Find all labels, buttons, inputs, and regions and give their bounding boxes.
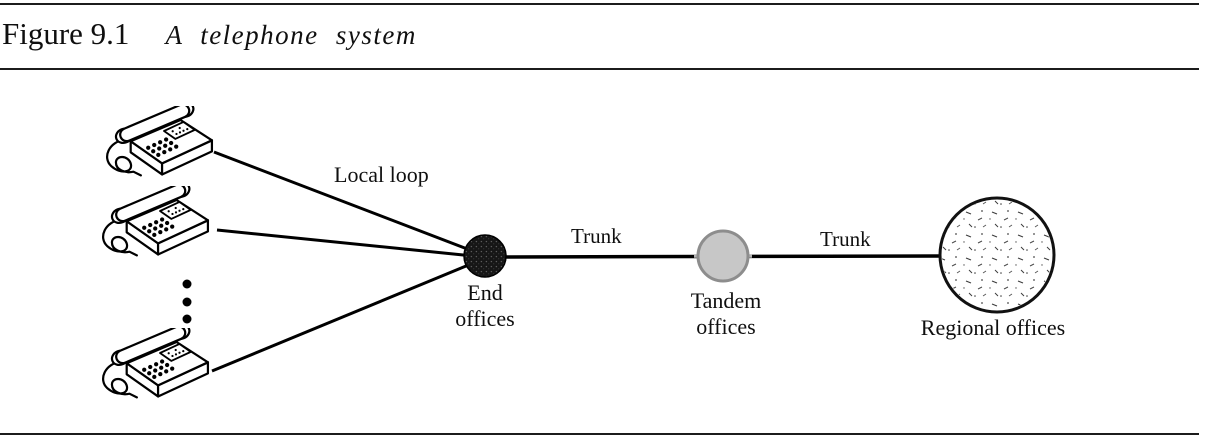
- trunk-label-right: Trunk: [820, 227, 871, 251]
- telephone-icon: [101, 186, 210, 257]
- end-offices-label-line1: End: [467, 280, 503, 305]
- figure-number: Figure 9.1: [2, 16, 130, 51]
- local-loop-label: Local loop: [334, 162, 429, 187]
- regional-offices-label: Regional offices: [920, 315, 1066, 340]
- end-offices-label-line2: offices: [455, 306, 515, 331]
- bottom-rule: [0, 433, 1199, 435]
- vertical-ellipsis-icon: [182, 279, 192, 324]
- figure-header: Figure 9.1 A telephone system: [2, 16, 417, 52]
- local-loop-line-2: [216, 228, 484, 259]
- top-rule: [0, 3, 1199, 5]
- tandem-offices-label: Tandem offices: [691, 288, 762, 340]
- local-loop-line-1: [213, 150, 484, 257]
- figure-caption: A telephone system: [165, 20, 417, 50]
- telephone-icon: [105, 106, 214, 177]
- tandem-offices-node: [696, 229, 750, 283]
- end-offices-label: End offices: [455, 280, 514, 332]
- trunk-label-left: Trunk: [571, 224, 622, 248]
- header-rule: [0, 68, 1199, 70]
- end-offices-node: [463, 234, 507, 278]
- local-loop-line-3: [211, 257, 484, 373]
- regional-offices-node: [938, 196, 1056, 314]
- tandem-offices-label-line2: offices: [696, 314, 756, 339]
- tandem-offices-label-line1: Tandem: [690, 288, 762, 313]
- telephone-icon: [101, 328, 210, 399]
